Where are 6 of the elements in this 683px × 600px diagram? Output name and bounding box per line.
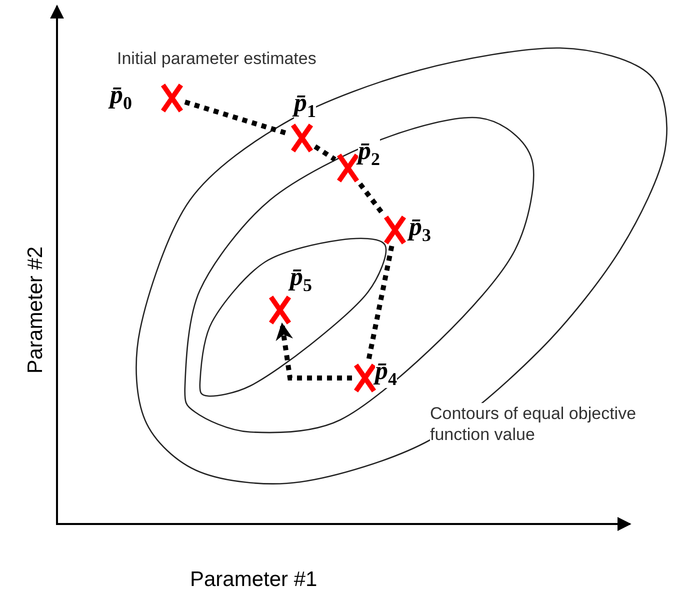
dotted-arrow <box>276 322 352 380</box>
point-label: p̄$_{2}$ <box>358 138 380 168</box>
cross-marker <box>160 83 184 113</box>
cross-marker <box>290 123 314 153</box>
cross-marker <box>268 295 292 325</box>
cross-marker <box>383 215 407 245</box>
